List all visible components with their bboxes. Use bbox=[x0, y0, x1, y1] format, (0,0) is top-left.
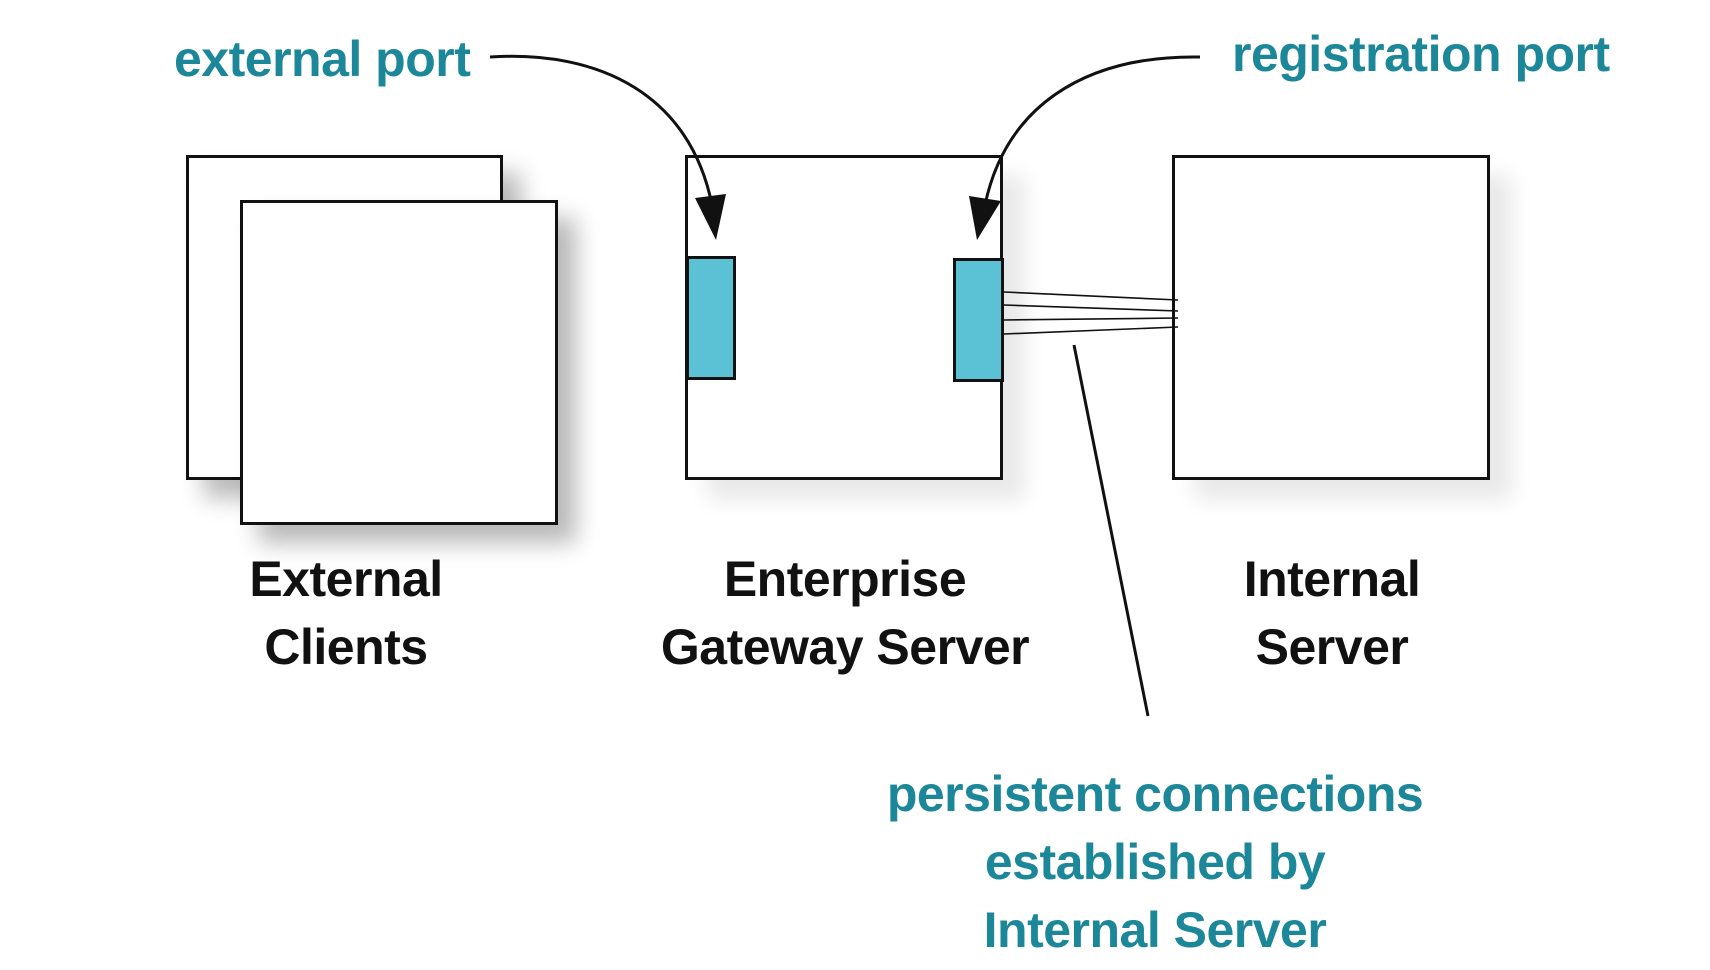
gateway-server-box bbox=[685, 155, 1003, 480]
gateway-server-line-1: Enterprise bbox=[723, 551, 967, 607]
external-client-box-front bbox=[240, 200, 558, 525]
persistent-connections-line-3: Internal Server bbox=[983, 902, 1327, 958]
external-port bbox=[686, 256, 736, 380]
registration-port-label: registration port bbox=[1232, 26, 1610, 82]
external-clients-label: External Clients bbox=[186, 545, 506, 681]
registration-port-arrow-icon bbox=[969, 55, 1201, 240]
callout-pointer-line bbox=[1072, 344, 1150, 717]
gateway-server-line-2: Gateway Server bbox=[660, 619, 1030, 675]
internal-server-box bbox=[1172, 155, 1490, 480]
persistent-connections-line-1: persistent connections bbox=[886, 766, 1424, 822]
external-port-label: external port bbox=[174, 31, 471, 87]
persistent-connection-lines bbox=[1003, 291, 1179, 335]
gateway-server-label: Enterprise Gateway Server bbox=[640, 545, 1050, 681]
internal-server-line-1: Internal bbox=[1243, 551, 1421, 607]
persistent-connections-label: persistent connections established by In… bbox=[880, 760, 1430, 964]
external-clients-line-2: Clients bbox=[264, 619, 428, 675]
internal-server-label: Internal Server bbox=[1172, 545, 1492, 681]
internal-server-line-2: Server bbox=[1255, 619, 1409, 675]
persistent-connections-line-2: established by bbox=[984, 834, 1326, 890]
external-clients-line-1: External bbox=[249, 551, 443, 607]
registration-port bbox=[953, 258, 1004, 382]
